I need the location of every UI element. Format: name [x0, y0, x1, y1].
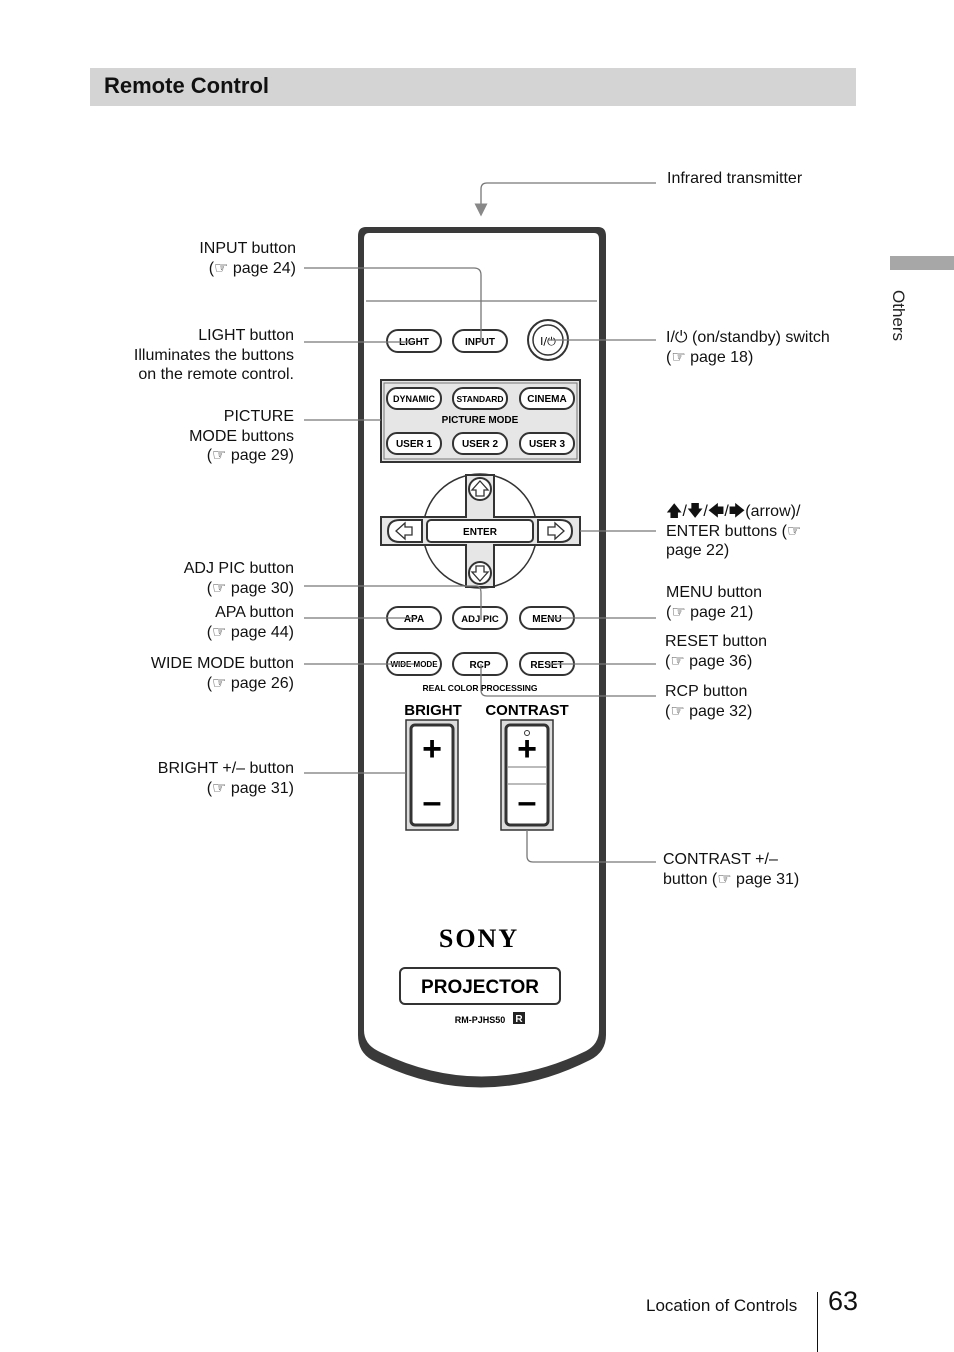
section-title: Remote Control — [104, 73, 269, 98]
down-arrow-button[interactable] — [468, 561, 492, 585]
bright-plus-icon: + — [422, 730, 442, 768]
standard-button[interactable]: STANDARD — [452, 387, 508, 410]
up-arrow-icon — [470, 480, 490, 497]
input-button-label: INPUT — [465, 337, 495, 348]
right-arrow-icon — [547, 521, 565, 541]
callout-apa: APA button(☞ page 44) — [206, 604, 294, 641]
menu-button-label: MENU — [532, 614, 561, 625]
footer-section-name: Location of Controls — [646, 1296, 798, 1315]
cinema-button[interactable]: CINEMA — [519, 387, 575, 410]
model-badge: R — [513, 1012, 525, 1025]
user1-button[interactable]: USER 1 — [386, 432, 442, 455]
dynamic-button[interactable]: DYNAMIC — [386, 387, 442, 410]
callout-contrast: CONTRAST +/–button (☞ page 31) — [663, 851, 800, 888]
input-button[interactable]: INPUT — [452, 329, 508, 353]
light-button[interactable]: LIGHT — [386, 329, 442, 353]
left-arrow-icon — [395, 521, 413, 541]
left-arrow-button[interactable] — [386, 519, 423, 543]
callout-arrow-enter: 🡅/🡇/🡄/🡆(arrow)/ENTER buttons (☞page 22) — [666, 503, 802, 559]
up-arrow-button[interactable] — [468, 477, 492, 501]
wide-mode-button-label: WIDE MODE — [390, 660, 438, 669]
enter-button[interactable]: ENTER — [426, 519, 534, 543]
rcp-button[interactable]: RCP — [452, 652, 508, 676]
callout-adj-pic: ADJ PIC button(☞ page 30) — [183, 560, 294, 597]
apa-button-label: APA — [404, 614, 424, 625]
contrast-label: CONTRAST — [485, 702, 568, 719]
power-switch-label: I/⏻ — [540, 335, 556, 348]
leader-lines — [304, 182, 656, 863]
down-arrow-icon — [470, 565, 490, 582]
bright-label: BRIGHT — [404, 702, 462, 719]
side-tab-marker — [890, 256, 954, 270]
footer-divider — [817, 1292, 818, 1352]
leader-adjpic — [304, 585, 482, 620]
leader-contrast — [526, 830, 656, 863]
enter-button-label: ENTER — [463, 527, 498, 538]
adj-pic-button[interactable]: ADJ PIC — [452, 606, 508, 630]
callout-power: I/⏻ (on/standby) switch(☞ page 18) — [666, 329, 830, 366]
callout-reset: RESET button(☞ page 36) — [665, 633, 767, 670]
user2-button[interactable]: USER 2 — [452, 432, 508, 455]
dynamic-button-label: DYNAMIC — [393, 394, 435, 404]
right-arrow-button[interactable] — [537, 519, 574, 543]
cinema-button-label: CINEMA — [527, 394, 566, 405]
model-badge-letter: R — [515, 1014, 523, 1025]
callout-rcp: RCP button(☞ page 32) — [665, 683, 753, 720]
rcp-button-label: RCP — [469, 660, 490, 671]
callout-input: INPUT button(☞ page 24) — [199, 240, 296, 277]
leader-input — [304, 267, 482, 342]
leader-infrared — [474, 182, 656, 217]
projector-label: PROJECTOR — [421, 977, 539, 998]
side-tab-label: Others — [889, 290, 908, 342]
callout-bright: BRIGHT +/– button(☞ page 31) — [157, 760, 294, 797]
standard-button-label: STANDARD — [456, 394, 503, 404]
contrast-minus-icon: – — [518, 783, 537, 821]
user3-button-label: USER 3 — [529, 439, 566, 450]
bright-minus-icon: – — [423, 783, 442, 821]
reset-button-label: RESET — [530, 660, 563, 671]
projector-badge: PROJECTOR — [399, 967, 561, 1005]
contrast-plus-icon: + — [517, 730, 537, 768]
model-number: RM-PJHS50 — [455, 1015, 506, 1025]
contrast-rocker[interactable]: + – — [500, 719, 554, 831]
section-header: Remote Control — [90, 68, 856, 106]
user2-button-label: USER 2 — [462, 439, 499, 450]
callout-wide-mode: WIDE MODE button(☞ page 26) — [150, 655, 294, 692]
callout-infrared: Infrared transmitter — [667, 170, 803, 187]
page-number: 63 — [828, 1286, 859, 1316]
leader-rcp — [480, 664, 656, 697]
rcp-caption: REAL COLOR PROCESSING — [422, 683, 537, 693]
bright-rocker[interactable]: + – — [405, 719, 459, 831]
user3-button[interactable]: USER 3 — [519, 432, 575, 455]
sony-logo: SONY — [439, 924, 519, 953]
picture-mode-label: PICTURE MODE — [442, 415, 519, 426]
callout-menu: MENU button(☞ page 21) — [666, 584, 763, 621]
adj-pic-button-label: ADJ PIC — [461, 614, 499, 625]
user1-button-label: USER 1 — [396, 439, 433, 450]
